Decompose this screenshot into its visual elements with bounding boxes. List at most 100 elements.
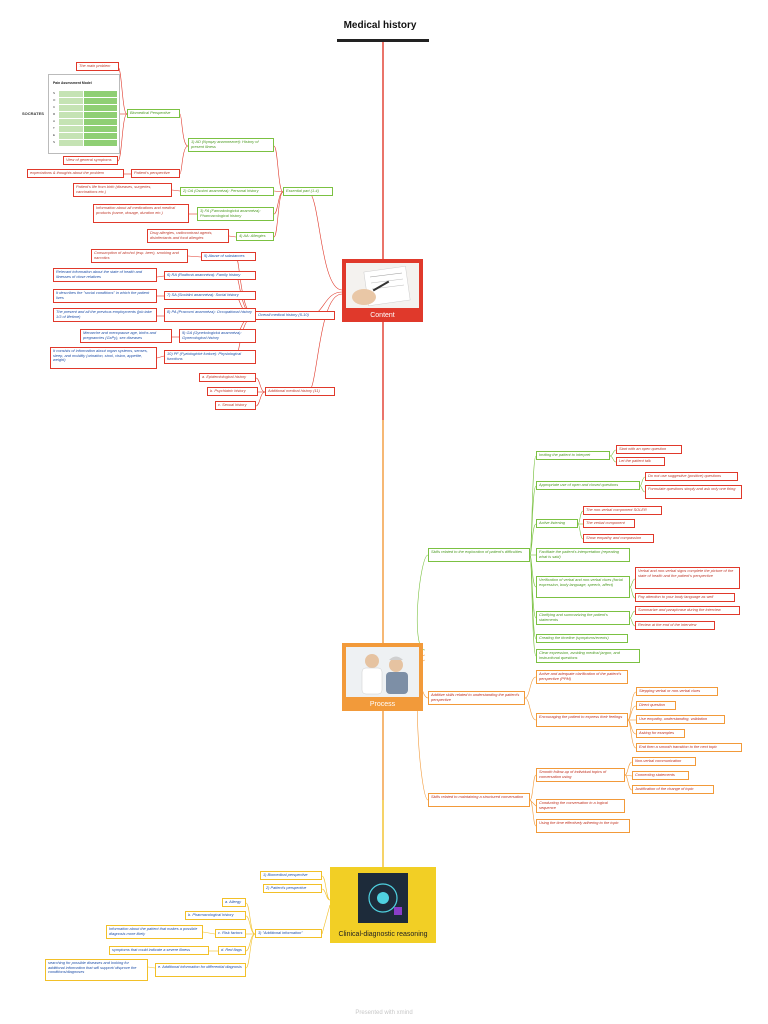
node-understanding-skills[interactable]: Additive skills related to understanding… bbox=[428, 691, 525, 705]
node-use-empathy[interactable]: Use empathy, understanding, validation bbox=[636, 715, 725, 724]
node-view-general-symptoms[interactable]: View of general symptoms bbox=[63, 156, 118, 165]
socrates-row: T bbox=[53, 126, 117, 132]
node-essential-part[interactable]: Essential part (1-4) bbox=[283, 187, 333, 196]
node-aa-allergies[interactable]: 4) AA: Allergies bbox=[236, 232, 274, 241]
socrates-row: A bbox=[53, 119, 117, 125]
socrates-row: R bbox=[53, 112, 117, 118]
process-hub-image bbox=[346, 647, 419, 697]
node-ad-present-illness[interactable]: 1) AD (Nynęzy anamneznet): History of pr… bbox=[188, 138, 274, 152]
node-asking-examples[interactable]: Asking for examples bbox=[636, 729, 685, 738]
content-hub[interactable]: Content bbox=[342, 259, 423, 322]
node-verbal-component[interactable]: The verbal component bbox=[583, 519, 635, 528]
node-direct-question[interactable]: Direct question bbox=[636, 701, 676, 710]
node-inviting-patient[interactable]: Inviting the patient to interpret bbox=[536, 451, 610, 460]
node-pf-physiological[interactable]: 10) PF (Fyziologické funkce): Physiologi… bbox=[164, 350, 256, 364]
node-stepping-clues[interactable]: Stepping verbal or non-verbal clues bbox=[636, 687, 718, 696]
node-open-closed-questions[interactable]: Appropriate use of open and closed quest… bbox=[536, 481, 640, 490]
node-summarize-paraphrase[interactable]: Summarize and paraphrase during the inte… bbox=[635, 606, 740, 615]
node-substances-description[interactable]: Consumption of alcohol (esp. beer), smok… bbox=[91, 249, 188, 263]
content-hub-image bbox=[346, 263, 419, 308]
node-clinical-patient-perspective[interactable]: 2) Patient's perspective bbox=[263, 884, 322, 893]
node-red-flags-description[interactable]: symptoms that could indicate a severe il… bbox=[109, 946, 209, 955]
process-hub[interactable]: Process bbox=[342, 643, 423, 711]
socrates-row: E bbox=[53, 133, 117, 139]
node-clinical-allergy[interactable]: a. Allergy bbox=[222, 898, 246, 907]
node-clinical-biomedical[interactable]: 1) Biomedical perspective bbox=[260, 871, 322, 880]
socrates-row: S bbox=[53, 91, 117, 97]
node-nonverbal-communication[interactable]: Non-verbal communication bbox=[632, 757, 696, 766]
node-occupation-description[interactable]: The present and all the previous employm… bbox=[53, 308, 157, 322]
node-active-clarification[interactable]: Active and adequate clarification of the… bbox=[536, 670, 628, 684]
node-logical-sequence[interactable]: Conducting the conversation in a logical… bbox=[536, 799, 625, 813]
node-medications-description[interactable]: Information about all medications and me… bbox=[93, 204, 189, 223]
node-epidemiological-history[interactable]: a. Epidemiological history bbox=[199, 373, 256, 382]
node-time-effectively[interactable]: Using the time effectively adhering to t… bbox=[536, 819, 630, 833]
node-structured-skills[interactable]: Skills related to maintaining a structur… bbox=[428, 793, 530, 807]
node-social-description[interactable]: It describes the "social conditions" in … bbox=[53, 289, 157, 303]
socrates-row: S bbox=[53, 140, 117, 146]
socrates-label: SOCRATES bbox=[22, 111, 44, 116]
node-clarifying-summarizing[interactable]: Clarifying and summarizing the patient's… bbox=[536, 611, 630, 625]
page-title: Medical history bbox=[343, 20, 417, 31]
clinical-hub-image bbox=[358, 873, 408, 923]
node-pmh-description[interactable]: Patient's life from birth (diseases, sur… bbox=[73, 183, 172, 197]
node-gynecological-description[interactable]: Menarche and menopause age, births and p… bbox=[80, 329, 172, 343]
node-expectations[interactable]: expectations & thoughts about the proble… bbox=[27, 169, 124, 178]
node-smooth-follow-up[interactable]: Smooth follow-up of individual topics of… bbox=[536, 768, 625, 782]
node-clear-expression[interactable]: Clear expression, avoiding medical jargo… bbox=[536, 649, 640, 663]
node-risk-factors[interactable]: c. Risk factors bbox=[215, 929, 246, 938]
node-family-description[interactable]: Relevant information about the state of … bbox=[53, 268, 157, 282]
node-creating-timeline[interactable]: Creating the timeline (symptoms/events) bbox=[536, 634, 628, 643]
node-ra-family-history[interactable]: 6) RA (Rodinná anamnéza): Family history bbox=[164, 271, 256, 280]
node-open-question[interactable]: Start with an open question bbox=[616, 445, 682, 454]
node-smooth-next-topic[interactable]: End then a smooth transition to the next… bbox=[636, 743, 742, 752]
socrates-row: C bbox=[53, 105, 117, 111]
node-pa-occupational[interactable]: 8) PA (Pracovní anamnéza): Occupational … bbox=[164, 308, 256, 322]
node-justification[interactable]: Justification of the change of topic bbox=[632, 785, 714, 794]
title-underline bbox=[337, 39, 429, 42]
node-exploration-skills[interactable]: Skills related to the exploration of pat… bbox=[428, 548, 530, 562]
node-active-listening[interactable]: Active listening bbox=[536, 519, 578, 528]
node-connecting-statements[interactable]: Connecting statements bbox=[632, 771, 689, 780]
node-verbal-nonverbal-signs[interactable]: Verbal and non-verbal signs complete the… bbox=[635, 567, 740, 589]
node-simple-questions[interactable]: Formulate questions simply and ask only … bbox=[645, 485, 742, 499]
content-hub-label: Content bbox=[370, 312, 395, 319]
socrates-row: O bbox=[53, 98, 117, 104]
node-differential-diagnosis[interactable]: e. Additional information for differenti… bbox=[155, 963, 246, 977]
node-let-patient-talk[interactable]: Let the patient talk bbox=[616, 457, 665, 466]
node-sexual-history[interactable]: c. Sexual history bbox=[215, 401, 256, 410]
node-sa-social-history[interactable]: 7) SA (Sociální anamnéza): Social histor… bbox=[164, 291, 256, 300]
node-abuse-substances[interactable]: 5) Abuse of substances bbox=[201, 252, 256, 261]
footer-credit: Presented with xmind bbox=[355, 1010, 413, 1016]
node-clinical-pharm[interactable]: b. Pharmacological history bbox=[185, 911, 246, 920]
node-main-problem[interactable]: The main problem bbox=[76, 62, 119, 71]
node-psychiatric-history[interactable]: b. Psychiatric history bbox=[207, 387, 258, 396]
node-not-suggestive[interactable]: Do not use suggestive (positive) questio… bbox=[645, 472, 738, 481]
node-facilitate[interactable]: Facilitate the patient's interpretation … bbox=[536, 548, 630, 562]
node-own-body-language[interactable]: Pay attention to your body language as w… bbox=[635, 593, 735, 602]
node-risk-description[interactable]: Information about the patient that makes… bbox=[106, 925, 203, 939]
socrates-table: Pain Assessment Model S O C R A T E S bbox=[48, 74, 120, 154]
node-allergies-description[interactable]: Drug allergies, radiocontrast agents, di… bbox=[147, 229, 229, 243]
node-biomedical-perspective[interactable]: Biomedical Perspective bbox=[127, 109, 180, 118]
node-verification[interactable]: Verification of verbal and non-verbal cl… bbox=[536, 576, 630, 598]
node-overall-medical-history[interactable]: Overall medical history (5-10) bbox=[255, 311, 335, 320]
node-additional-medical-history[interactable]: Additional medical history (11) bbox=[265, 387, 335, 396]
node-oa-personal-history[interactable]: 2) OA (Osobní anamnéza): Personal histor… bbox=[180, 187, 274, 196]
node-encouraging-feelings[interactable]: Encouraging the patient to express their… bbox=[536, 713, 628, 727]
process-hub-label: Process bbox=[369, 701, 396, 708]
node-differential-description[interactable]: searching for possible diseases and look… bbox=[45, 959, 148, 981]
node-review-end[interactable]: Review at the end of the interview bbox=[635, 621, 715, 630]
node-show-empathy[interactable]: Show empathy and compassion bbox=[583, 534, 654, 543]
clinical-hub[interactable]: Clinical-diagnostic reasoning bbox=[330, 867, 436, 943]
node-fa-pharmacological[interactable]: 3) FA (Farmakologická anamnéza): Pharmac… bbox=[197, 207, 274, 221]
clinical-hub-label: Clinical-diagnostic reasoning bbox=[338, 931, 428, 938]
node-soler[interactable]: The non-verbal component SOLER bbox=[583, 506, 662, 515]
node-additional-information[interactable]: 3) "Additional information" bbox=[255, 929, 322, 938]
node-patient-perspective[interactable]: Patient's perspective bbox=[131, 169, 180, 178]
node-systems-description[interactable]: It consists of information about organ s… bbox=[50, 347, 157, 369]
node-red-flags[interactable]: d. Red flags bbox=[218, 946, 246, 955]
socrates-title: Pain Assessment Model bbox=[53, 81, 92, 85]
node-ga-gynecological[interactable]: 9) GA (Gynekologická anamnéza): Gynecolo… bbox=[179, 329, 256, 343]
